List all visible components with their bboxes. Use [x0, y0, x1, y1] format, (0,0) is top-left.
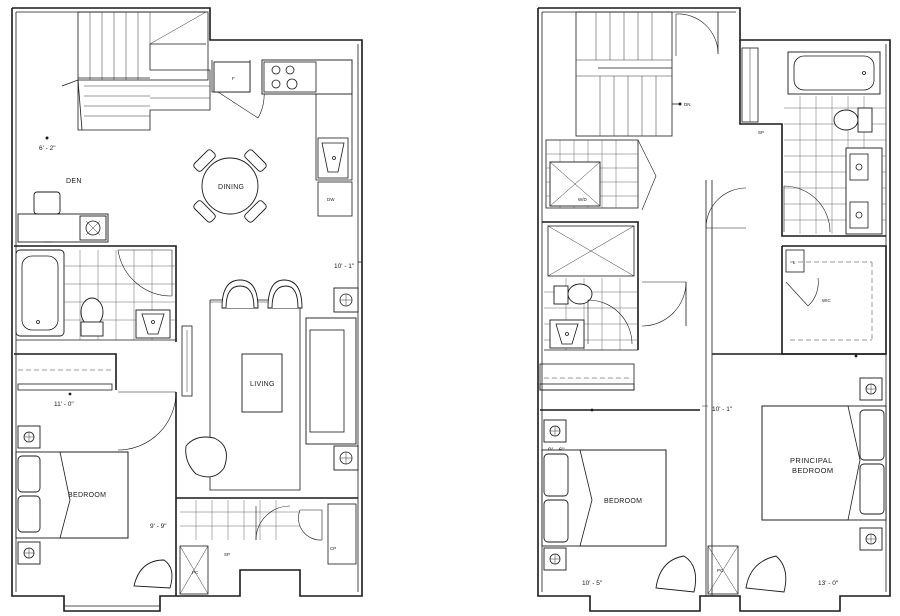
principal-ensuite: SP [739, 40, 886, 237]
closet-lower: 11' - 0" [14, 353, 177, 451]
living-area: LIVING [181, 279, 359, 491]
stair-upper: DN [575, 11, 719, 137]
hall-dimension: 10' - 1" [712, 406, 733, 413]
principal-label-2: BEDROOM [792, 466, 834, 475]
bedroom-lower: BEDROOM 9' - 9" [15, 392, 177, 596]
dining-dimension: 10' - 1" [334, 263, 355, 270]
bedroom-upper: 9' - 6" BEDROOM 10' - 5" [541, 419, 697, 593]
cp-label: CP [330, 546, 336, 551]
den-label: DEN [66, 178, 82, 185]
principal-label-1: PRINCIPAL [790, 456, 833, 465]
dn-label: DN [684, 102, 691, 107]
pc-closet-upper: PC [707, 545, 739, 595]
dining-label: DINING [218, 184, 244, 191]
linen-label: L [793, 260, 796, 265]
sp2-label: SP [758, 130, 764, 135]
living-label: LIVING [250, 381, 275, 388]
den-desk [17, 191, 109, 243]
closet-upper [539, 363, 700, 412]
upper-level-plan: DN W/D 10' - 1" [537, 7, 891, 612]
kitchen: F DW [211, 59, 353, 217]
principal-dimension: 13' - 0" [818, 580, 839, 587]
bathroom-lower [14, 245, 177, 342]
principal-bedroom: PRINCIPAL BEDROOM 13' - 0" [712, 353, 887, 593]
bedroom-upper-label: BEDROOM [604, 498, 642, 505]
lower-level-plan: 6' - 2" DEN F DW [11, 7, 363, 612]
living-dimension: 11' - 0" [54, 401, 74, 408]
stair-lower [61, 11, 211, 131]
dw-label: DW [327, 197, 335, 202]
sp-label: SP [224, 552, 230, 557]
hall-closets-lower: PC SP CP [176, 497, 358, 595]
fridge-label: F [232, 76, 235, 81]
wic-label: WIC [822, 298, 831, 303]
wd-label: W/D [578, 197, 587, 202]
pc-label-lower: PC [192, 570, 199, 575]
den-dimension: 6' - 2" [39, 145, 56, 152]
laundry: W/D [545, 139, 657, 211]
wic: L WIC [781, 245, 887, 358]
bathroom-upper [542, 221, 687, 351]
bedroom-lower-dimension: 9' - 9" [150, 523, 167, 530]
dining-table: DINING [193, 149, 267, 223]
pc-label-upper: PC [717, 568, 724, 573]
bedroom-lower-label: BEDROOM [68, 492, 106, 499]
bedroom-upper-dimension: 10' - 5" [582, 580, 603, 587]
